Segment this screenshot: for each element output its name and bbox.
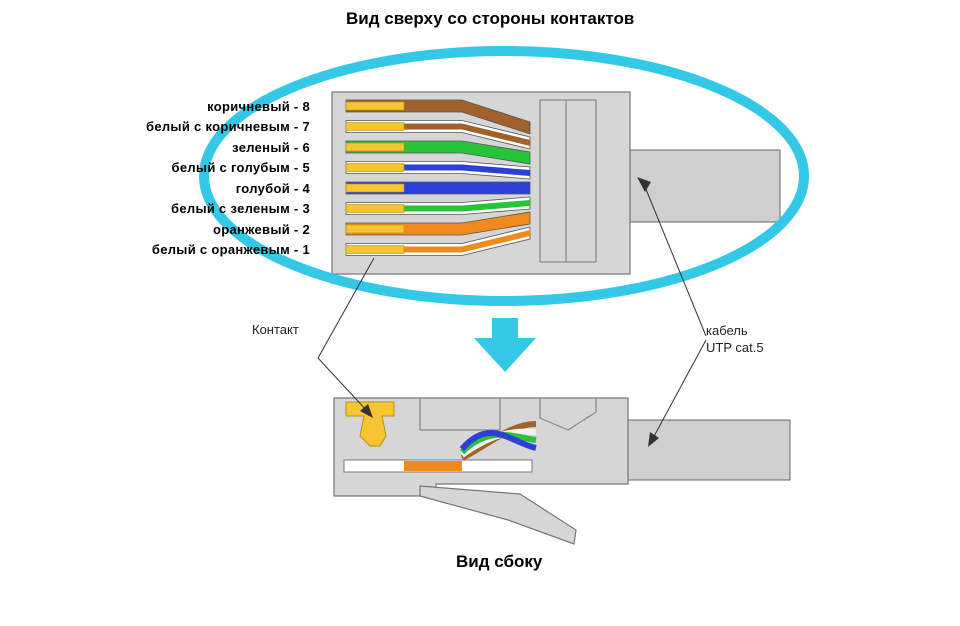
wires-side (459, 421, 537, 461)
base-strip-orange (404, 461, 462, 471)
cable-pointer-side (651, 339, 707, 441)
top-view-title: Вид сверху со стороны контактов (346, 9, 635, 28)
side-view (317, 339, 791, 545)
down-arrow-head (474, 338, 536, 372)
wire-label-6: зеленый - 6 (232, 140, 310, 155)
wire-label-7: белый с коричневым - 7 (146, 119, 310, 134)
contact-callout: Контакт (252, 322, 299, 337)
contact-pin-5 (345, 163, 405, 172)
contact-pin-2 (345, 224, 405, 234)
contact-blade (345, 401, 395, 447)
side-view-title: Вид сбоку (456, 552, 543, 571)
contact-pin-8 (345, 101, 405, 111)
cable-pointer-top-arrowhead (637, 177, 651, 192)
down-arrow-shaft (492, 318, 518, 340)
contacts-top (345, 101, 405, 254)
wire-label-8: коричневый - 8 (207, 99, 310, 114)
top-slot (419, 398, 501, 431)
cable-callout: кабель UTP cat.5 (706, 322, 764, 356)
contact-pin-4 (345, 183, 405, 193)
latch (419, 485, 577, 545)
connector-rear-block (539, 99, 597, 263)
cable-pointer-side-arrowhead (648, 432, 659, 447)
cable-callout-line1: кабель (706, 323, 748, 338)
wire-label-2: оранжевый - 2 (212, 222, 310, 237)
cable-pointer-top (642, 181, 707, 337)
contact-pointer-side (317, 357, 369, 413)
contact-pointer-side-arrowhead (360, 404, 373, 418)
contact-pin-7 (345, 122, 405, 131)
wire-label-1: белый с оранжевым - 1 (151, 242, 310, 257)
strain-relief (539, 398, 597, 431)
side-wire-4 (459, 430, 537, 452)
contact-pin-1 (345, 245, 405, 254)
wire-label-5: белый с голубым - 5 (171, 160, 310, 175)
top-view (199, 46, 809, 359)
highlight-ellipse (199, 46, 809, 306)
cable-callout-line2: UTP cat.5 (706, 340, 764, 355)
down-arrow (474, 318, 536, 372)
wire-label-3: белый с зеленым - 3 (171, 201, 310, 216)
wire-label-4: голубой - 4 (235, 181, 310, 196)
contact-pointer-top (317, 257, 375, 359)
contact-pin-6 (345, 142, 405, 152)
contact-pin-3 (345, 204, 405, 213)
